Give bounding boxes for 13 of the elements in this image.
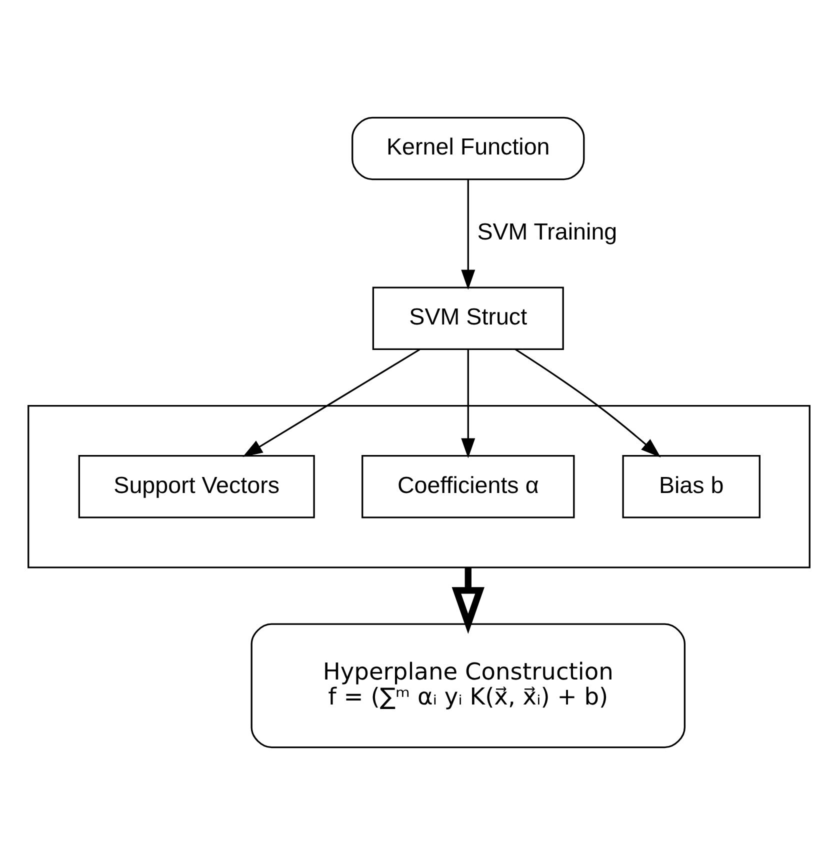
node-box: Bias b: [622, 454, 760, 518]
edge-label: SVM Training: [477, 218, 618, 245]
node-box: Hyperplane Construction f = (∑ᵐ αᵢ yᵢ K(x⃗, x⃗ᵢ) + b): [250, 623, 686, 748]
arrow: [452, 567, 484, 634]
node-box: Support Vectors: [78, 454, 315, 518]
arrow: [461, 350, 476, 458]
arrow: [242, 348, 420, 458]
arrow: [461, 180, 476, 290]
node-box: SVM Struct: [372, 286, 564, 350]
node-box: Kernel Function: [352, 116, 585, 180]
arrow: [514, 348, 661, 458]
node-box: Coefficients α: [362, 454, 575, 518]
cluster: [28, 405, 810, 568]
